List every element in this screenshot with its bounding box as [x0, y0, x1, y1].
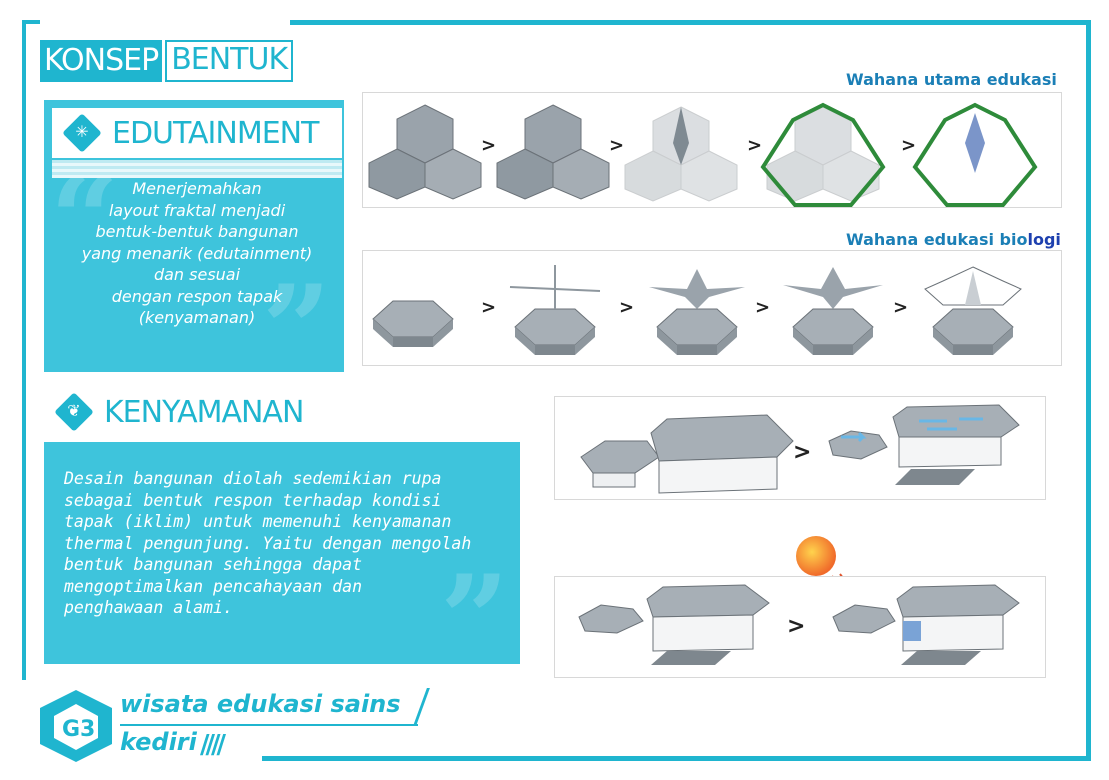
- logo-line2: kediri: [120, 728, 197, 756]
- hex-step-4: [783, 267, 883, 356]
- biologi-label-b: logi: [1027, 230, 1061, 249]
- cluster-step-2: [496, 104, 610, 200]
- edutainment-line: Menerjemahkan: [132, 179, 262, 198]
- cluster-step-4: [760, 102, 886, 207]
- edutainment-line: bentuk-bentuk bangunan: [95, 222, 299, 241]
- kenyamanan-line: mengoptimalkan pencahayaan dan: [64, 576, 363, 596]
- utama-diagram: > > > >: [362, 92, 1062, 208]
- arrow-d1: >: [787, 614, 805, 639]
- quote-mark-open: “: [50, 149, 120, 290]
- logo-underline: [120, 724, 418, 726]
- arrow-b4: >: [893, 297, 908, 318]
- arrow-b1: >: [481, 297, 496, 318]
- quote-mark-close-2: ”: [440, 549, 510, 690]
- ventilation-diagram: >: [554, 396, 1046, 500]
- kenyamanan-header: ❦ KENYAMANAN: [44, 385, 344, 439]
- arrow-2: >: [609, 135, 624, 156]
- arrow-b2: >: [619, 297, 634, 318]
- edutainment-line: dan sesuai: [153, 265, 241, 284]
- kenyamanan-line: tapak (iklim) untuk memenuhi kenyamanan: [64, 512, 452, 531]
- kenyamanan-line: thermal pengunjung. Yaitu dengan mengola…: [64, 533, 472, 553]
- utama-label: Wahana utama edukasi: [846, 70, 1057, 89]
- biologi-label: Wahana edukasi biologi: [846, 230, 1061, 249]
- frame-left-line: [22, 20, 26, 680]
- logo-slash: [413, 688, 430, 726]
- hex-step-5: [924, 266, 1022, 356]
- arrow-c1: >: [793, 440, 811, 465]
- hex-step-1: [372, 300, 454, 348]
- leaf-icon: ❦: [54, 392, 94, 432]
- page-title: KONSEP BENTUK: [40, 40, 294, 82]
- edutainment-heading: EDUTAINMENT: [112, 115, 319, 151]
- frame-bottom-line: [262, 756, 1091, 761]
- snowflake-icon: ✳: [62, 113, 102, 153]
- hex-step-3: [649, 269, 745, 356]
- biologi-label-a: Wahana edukasi bio: [846, 230, 1028, 249]
- logo-mark: G3: [40, 690, 112, 762]
- edutainment-text: Menerjemahkan layout fraktal menjadi ben…: [52, 178, 342, 329]
- lighting-diagram: >: [554, 576, 1046, 678]
- wind-arrow-icon: [841, 431, 867, 443]
- arrow-3: >: [747, 135, 762, 156]
- edutainment-header: ✳ EDUTAINMENT: [52, 108, 342, 158]
- title-part1: KONSEP: [40, 40, 163, 82]
- kenyamanan-line: sebagai bentuk respon terhadap kondisi: [64, 490, 442, 510]
- frame-corner: [22, 20, 40, 24]
- svg-text:G3: G3: [62, 717, 95, 742]
- edutainment-line: (kenyamanan): [138, 308, 256, 327]
- kenyamanan-panel: [44, 442, 520, 664]
- arrow-b3: >: [755, 297, 770, 318]
- edutainment-line: yang menarik (edutainment): [81, 243, 313, 263]
- lighting-diagram-svg: >: [578, 584, 1020, 665]
- frame-right-line: [1086, 20, 1091, 760]
- utama-diagram-svg: > > > >: [368, 102, 1038, 207]
- biologi-diagram-svg: > > > >: [372, 265, 1022, 356]
- title-part2: BENTUK: [165, 40, 294, 82]
- edutainment-line: dengan respon tapak: [111, 286, 283, 306]
- wind-arrow-icon: [919, 417, 983, 431]
- frame-top-line: [290, 20, 1090, 25]
- quote-mark-close: ”: [262, 259, 332, 400]
- biologi-diagram: > > > >: [362, 250, 1062, 366]
- ventilation-diagram-svg: >: [580, 404, 1020, 494]
- arrow-4: >: [901, 135, 916, 156]
- cluster-step-1: [368, 104, 482, 200]
- edutainment-line: layout fraktal menjadi: [108, 200, 286, 220]
- hex-step-2: [509, 265, 601, 356]
- logo-line1: wisata edukasi sains: [120, 690, 401, 718]
- cluster-step-5: [912, 102, 1038, 207]
- kenyamanan-line: Desain bangunan diolah sedemikian rupa: [64, 469, 442, 488]
- kenyamanan-line: penghawaan alami.: [64, 598, 233, 617]
- arrow-1: >: [481, 135, 496, 156]
- kenyamanan-line: bentuk bangunan sehingga dapat: [64, 555, 363, 574]
- kenyamanan-text: Desain bangunan diolah sedemikian rupa s…: [64, 468, 514, 619]
- logo-hatch: ////: [200, 730, 226, 760]
- kenyamanan-heading: KENYAMANAN: [104, 394, 304, 430]
- header-stripe: [52, 160, 342, 178]
- cluster-step-3: [624, 106, 738, 202]
